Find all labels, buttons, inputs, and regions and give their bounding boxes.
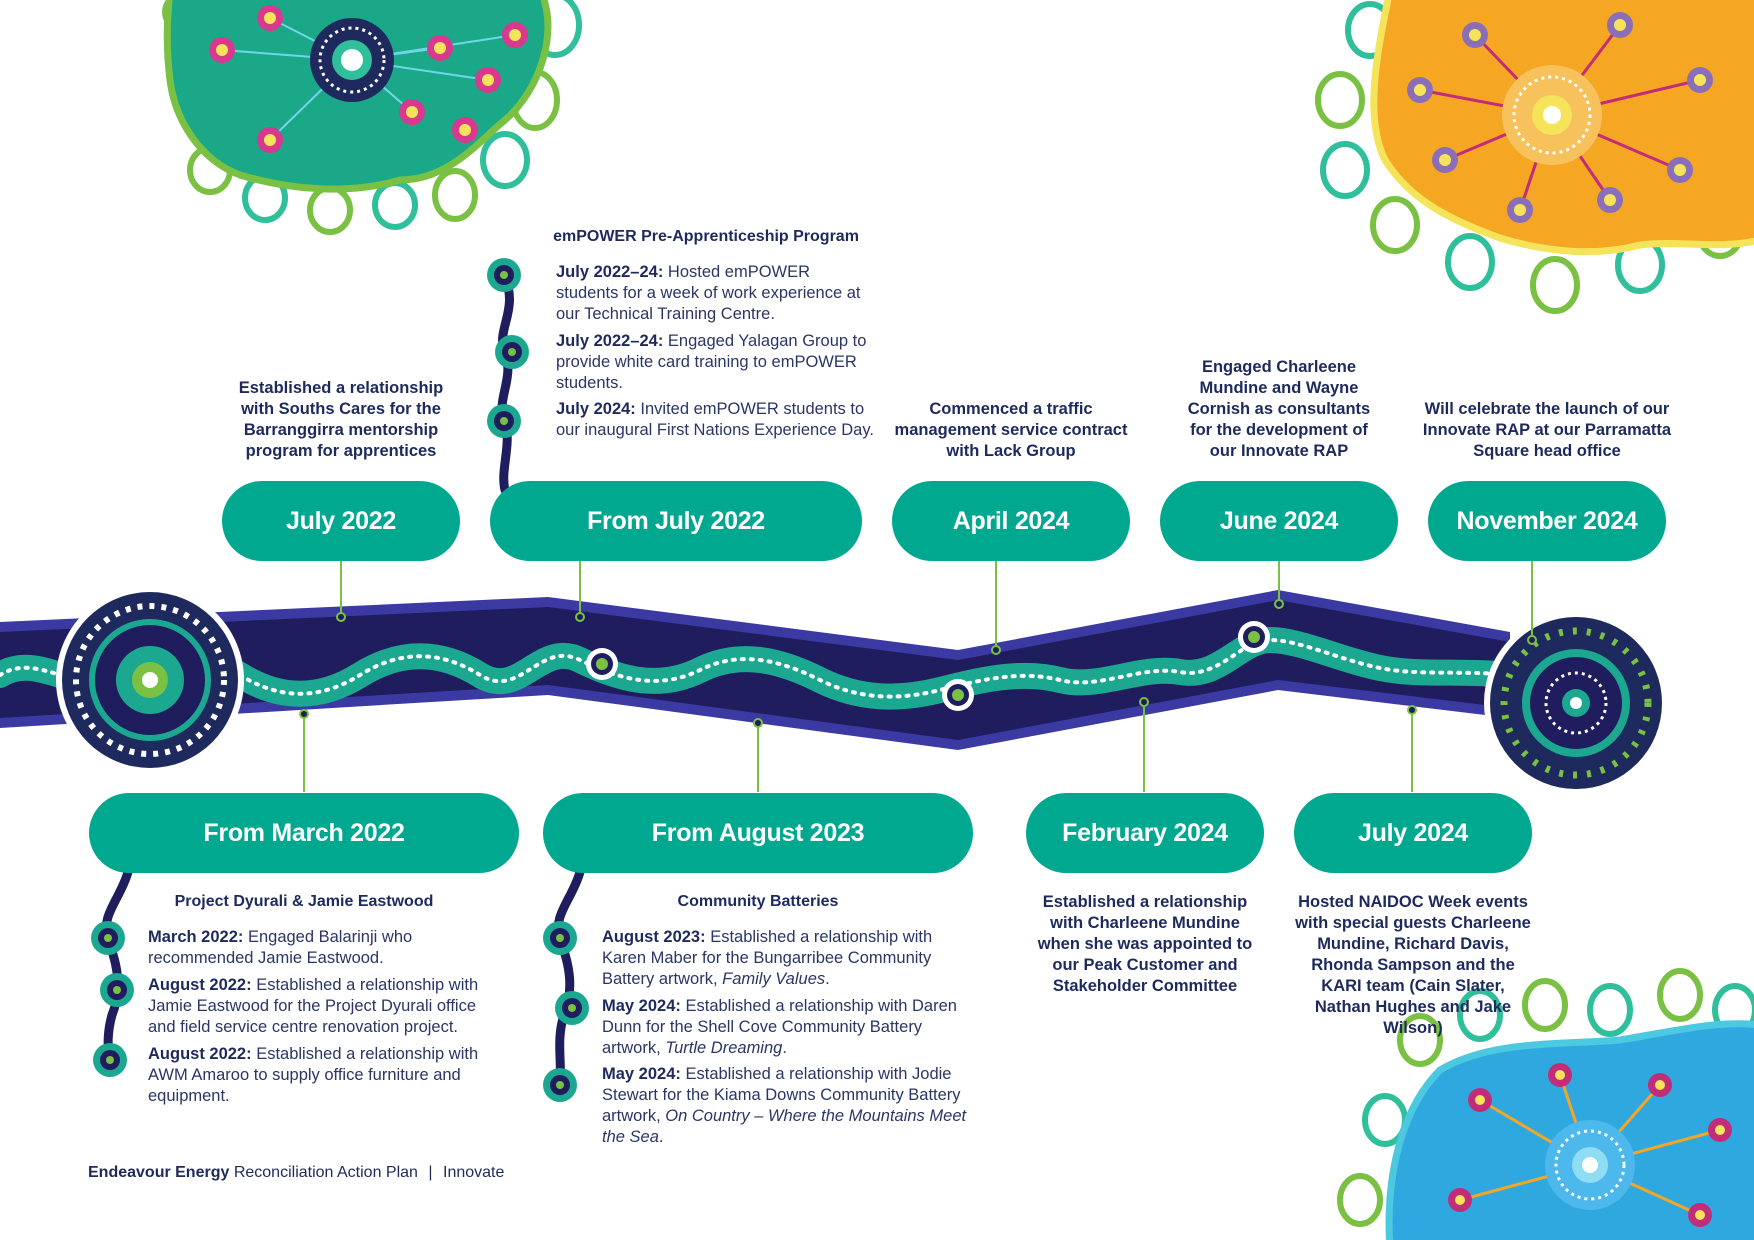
artwork-title: Turtle Dreaming	[665, 1039, 783, 1057]
entry-date: August 2023:	[602, 928, 706, 946]
milestone-july-2024: July 2024	[1294, 793, 1532, 873]
milestone-april-2024: April 2024	[892, 481, 1130, 561]
entry-text: Established a relationship with Jodie St…	[602, 1065, 961, 1125]
milestone-june-2024: June 2024	[1160, 481, 1398, 561]
entry-text: Established a relationship with Daren Du…	[602, 997, 957, 1057]
batteries-entry: May 2024: Established a relationship wit…	[602, 996, 972, 1059]
entry-text: Established a relationship with Jamie Ea…	[148, 976, 479, 1036]
batteries-entry: August 2023: Established a relationship …	[602, 927, 972, 990]
milestone-from-august-2023: From August 2023	[543, 793, 973, 873]
dyurali-entry: August 2022: Established a relationship …	[148, 975, 498, 1038]
left-circle-motif	[56, 586, 244, 774]
blue-dot-painting-artwork	[1337, 968, 1754, 1240]
batteries-entry: May 2024: Established a relationship wit…	[602, 1064, 972, 1148]
footer-stage: Innovate	[443, 1164, 505, 1181]
entry-text: Established a relationship with Karen Ma…	[602, 928, 933, 988]
milestone-from-march-2022: From March 2022	[89, 793, 519, 873]
entry-date: July 2024:	[556, 400, 636, 418]
timeline-connectors	[299, 560, 1537, 792]
desc-june-2024: Engaged Charleene Mundine and Wayne Corn…	[1187, 358, 1371, 460]
entry-date: August 2022:	[148, 1045, 252, 1063]
entry-date: May 2024:	[602, 997, 681, 1015]
milestone-july-2022: July 2022	[222, 481, 460, 561]
dyurali-group-title: Project Dyurali & Jamie Eastwood	[174, 893, 434, 910]
entry-tail: .	[782, 1039, 787, 1057]
empower-entry: July 2022–24: Hosted emPOWER students fo…	[556, 262, 876, 325]
entry-text: Established a relationship with AWM Amar…	[148, 1045, 479, 1105]
orange-dot-painting-artwork	[1315, 0, 1754, 314]
page-footer: Endeavour Energy Reconciliation Action P…	[88, 1164, 504, 1182]
desc-february-2024: Established a relationship with Charleen…	[1037, 893, 1253, 995]
desc-july-2024: Hosted NAIDOC Week events with special g…	[1295, 893, 1531, 1037]
dyurali-entry: August 2022: Established a relationship …	[148, 1044, 498, 1107]
desc-july-2022: Established a relationship with Souths C…	[238, 379, 444, 460]
footer-brand: Endeavour Energy	[88, 1164, 230, 1181]
entry-date: July 2022–24:	[556, 263, 664, 281]
entry-text: Engaged Balarinji who recommended Jamie …	[148, 928, 413, 967]
empower-group-title: emPOWER Pre-Apprenticeship Program	[553, 228, 859, 245]
empower-entry: July 2022–24: Engaged Yalagan Group to p…	[556, 331, 876, 394]
milestone-from-july-2022: From July 2022	[490, 481, 862, 561]
desc-november-2024: Will celebrate the launch of our Innovat…	[1422, 400, 1672, 460]
milestone-february-2024: February 2024	[1026, 793, 1264, 873]
footer-document: Reconciliation Action Plan	[233, 1164, 418, 1181]
sub-timeline-dyurali	[91, 867, 134, 1077]
entry-date: July 2022–24:	[556, 332, 664, 350]
sub-timeline-batteries	[543, 867, 589, 1102]
artwork-title: On Country – Where the Mountains Meet th…	[602, 1107, 967, 1146]
right-circle-motif	[1484, 611, 1668, 795]
dyurali-entry: March 2022: Engaged Balarinji who recomm…	[148, 927, 498, 969]
green-dot-painting-artwork	[162, 0, 582, 235]
sub-timeline-empower	[487, 258, 529, 495]
milestone-november-2024: November 2024	[1428, 481, 1666, 561]
entry-text: Engaged Yalagan Group to provide white c…	[556, 332, 867, 392]
entry-text: Invited emPOWER students to our inaugura…	[556, 400, 874, 439]
entry-date: March 2022:	[148, 928, 244, 946]
desc-april-2024: Commenced a traffic management service c…	[894, 400, 1128, 460]
entry-tail: .	[658, 1128, 664, 1146]
entry-tail: .	[825, 970, 830, 988]
entry-date: August 2022:	[148, 976, 252, 994]
artwork-title: Family Values	[722, 970, 826, 988]
footer-separator: |	[428, 1164, 433, 1181]
empower-entry: July 2024: Invited emPOWER students to o…	[556, 399, 876, 441]
batteries-group-title: Community Batteries	[677, 893, 839, 910]
entry-text: Hosted emPOWER students for a week of wo…	[556, 263, 861, 323]
entry-date: May 2024:	[602, 1065, 681, 1083]
